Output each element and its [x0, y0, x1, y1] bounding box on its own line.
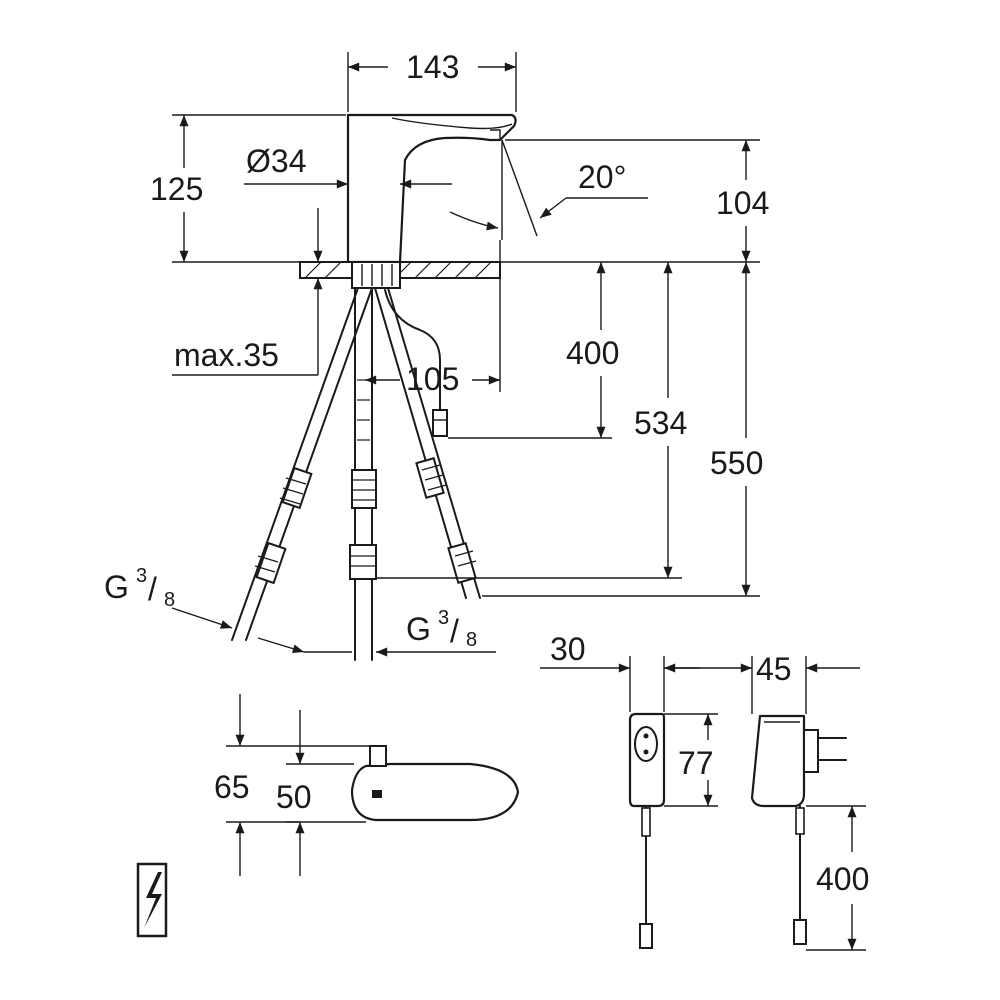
sensor-plug: [432, 409, 448, 437]
faucet-top-view: 65 50: [214, 694, 520, 876]
dim-length-534: 534: [634, 405, 687, 441]
faucet-spout-outlet: [490, 129, 501, 140]
dim-width-143: 143: [406, 49, 459, 85]
dim-height-125: 125: [150, 171, 203, 207]
svg-text:G: G: [104, 569, 129, 605]
supply-hoses: [231, 287, 481, 661]
dim-box-height-77: 77: [678, 745, 714, 781]
dim-box-width-30: 30: [550, 631, 586, 667]
dim-sensor-400: 400: [566, 335, 619, 371]
dim-length-550: 550: [710, 445, 763, 481]
power-adapter-plug: [793, 919, 807, 945]
sensor-cable: [384, 289, 441, 411]
control-box-socket: [634, 726, 658, 762]
dim-max-35: max.35: [174, 337, 279, 373]
dim-diameter-34: Ø34: [246, 143, 306, 179]
mounting-shank: [351, 261, 401, 289]
svg-text:8: 8: [164, 589, 175, 611]
faucet-side-view: [299, 113, 517, 437]
top-view-body: [350, 762, 520, 822]
svg-text:3: 3: [136, 565, 147, 587]
hose-left: [231, 287, 373, 641]
svg-text:3: 3: [438, 607, 449, 629]
thread-label-right: G 3 / 8: [406, 607, 477, 651]
top-view-spout-nub: [369, 745, 387, 767]
faucet-spout-detail: [391, 117, 513, 130]
hose-middle: [349, 287, 377, 661]
faucet-body: [346, 113, 517, 264]
dim-top-50: 50: [276, 779, 312, 815]
electric-lightning-icon: [136, 862, 168, 938]
dimension-labels-main: 143 125 Ø34 20° 104 max.35 105 400 534 5…: [104, 49, 769, 651]
svg-text:/: /: [450, 613, 459, 649]
dim-top-65: 65: [214, 769, 250, 805]
svg-text:G: G: [406, 611, 431, 647]
hose-right: [374, 287, 481, 599]
svg-text:/: /: [148, 571, 157, 607]
dim-adapter-width-45: 45: [756, 651, 792, 687]
dimension-lines-main: [171, 52, 760, 657]
top-view-sensor: [372, 790, 382, 798]
dim-angle-20: 20°: [578, 159, 626, 195]
power-adapter: 45 400: [666, 651, 869, 951]
svg-text:8: 8: [466, 629, 477, 651]
control-box-plug: [639, 923, 653, 949]
thread-label-left: G 3 / 8: [104, 565, 175, 611]
dim-depth-105: 105: [406, 361, 459, 397]
control-box: 30 77: [540, 631, 718, 949]
dim-cable-400: 400: [816, 861, 869, 897]
dim-height-104: 104: [716, 185, 769, 221]
